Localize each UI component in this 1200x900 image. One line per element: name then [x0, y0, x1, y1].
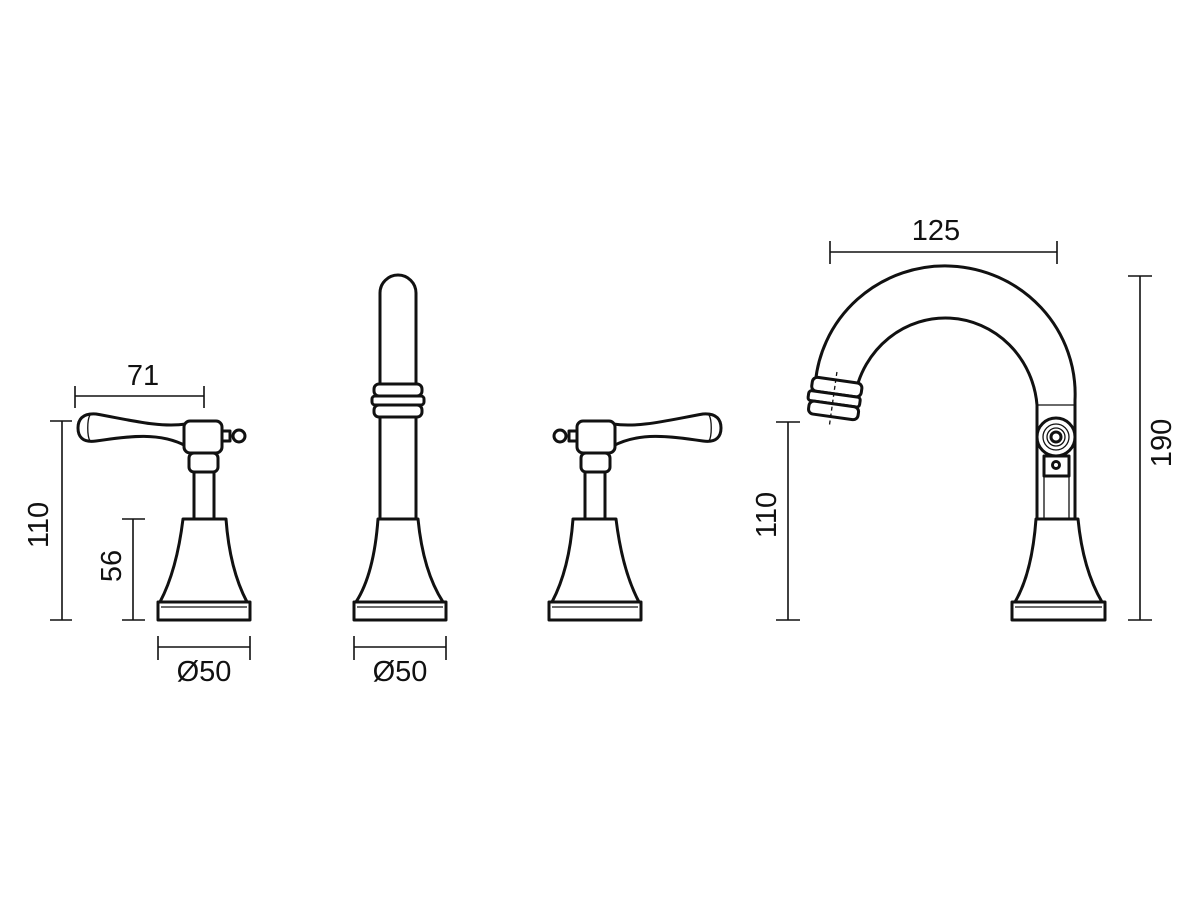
dimension-190: 190	[1128, 275, 1178, 621]
spout-side-drawing	[806, 264, 1107, 622]
spout-front-drawing	[352, 273, 448, 622]
dimension-110-right: 110	[751, 421, 800, 621]
dimension-110-left-label: 110	[23, 502, 55, 548]
dimension-56: 56	[96, 518, 145, 621]
dimension-diameter-centre: Ø50	[353, 636, 447, 688]
dimension-125: 125	[829, 215, 1058, 264]
dimension-diameter-left: Ø50	[157, 636, 251, 688]
dimension-71: 71	[74, 360, 205, 408]
right-handle-drawing	[547, 412, 723, 622]
left-handle-drawing	[76, 412, 252, 622]
dimension-190-label: 190	[1146, 419, 1178, 467]
dimension-71-label: 71	[127, 360, 159, 392]
dimension-110-left: 110	[23, 420, 72, 621]
dimension-diameter-centre-label: Ø50	[373, 656, 428, 688]
dimension-diameter-left-label: Ø50	[177, 656, 232, 688]
dimension-125-label: 125	[912, 215, 960, 247]
dimension-56-label: 56	[96, 550, 128, 582]
dimension-110-right-label: 110	[751, 492, 783, 538]
